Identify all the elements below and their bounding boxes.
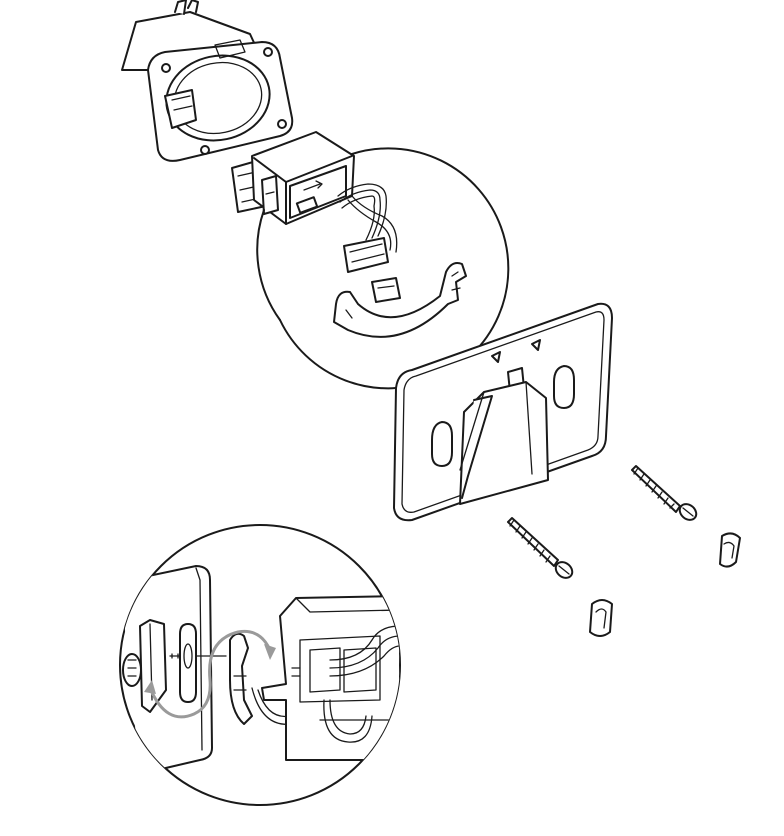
usb-module [231, 131, 355, 225]
wire-harness-detail-circle [256, 147, 510, 390]
screw [631, 465, 698, 521]
wall-anchor [719, 532, 741, 568]
wall-box [121, 0, 294, 162]
assembly-detail-circle [119, 524, 401, 806]
screw [507, 517, 574, 579]
wall-anchor [589, 599, 613, 637]
mounting-bracket [393, 302, 613, 522]
